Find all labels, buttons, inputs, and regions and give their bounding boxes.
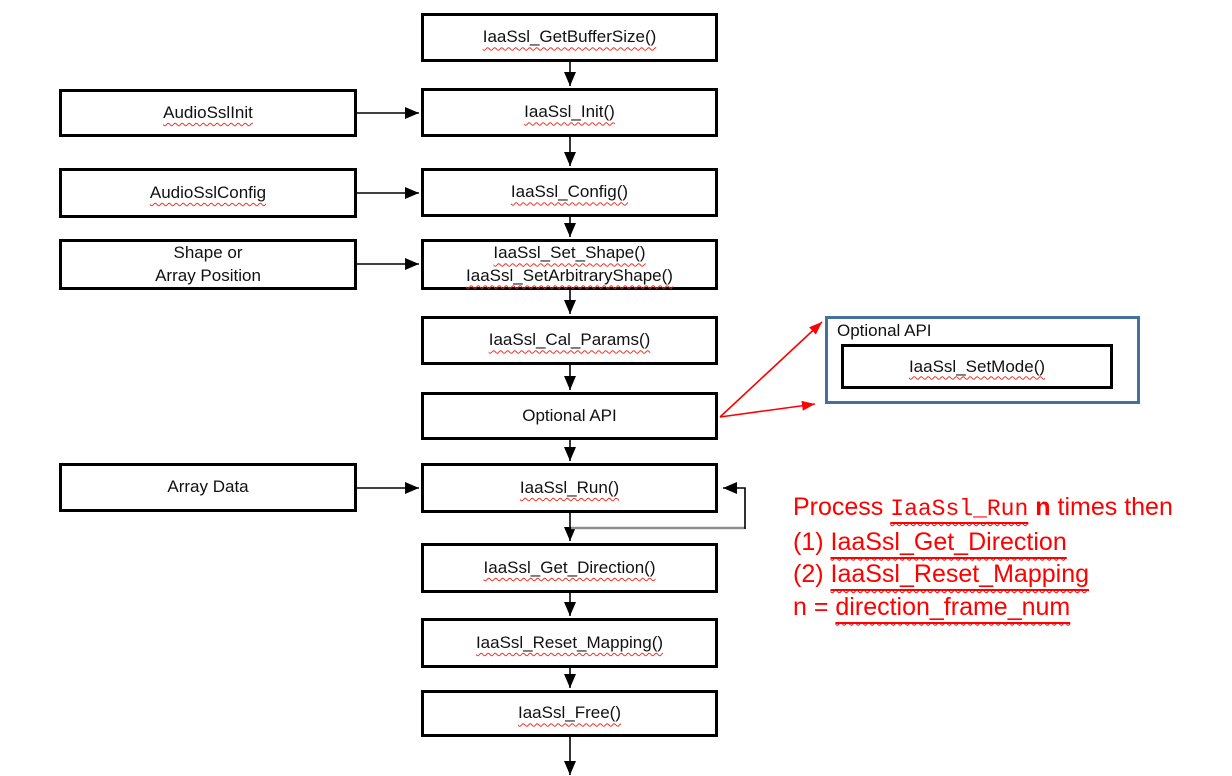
box-audio-ssl-config: AudioSslConfig (59, 168, 357, 218)
annotation-bold-n: n (1035, 493, 1051, 521)
box-get-direction: IaaSsl_Get_Direction() (421, 543, 718, 593)
optional-api-panel: Optional API IaaSsl_SetMode() (825, 316, 1140, 404)
box-optional-api: Optional API (421, 392, 718, 440)
box-shape-or-array-position: Shape or Array Position (59, 239, 357, 290)
box-label: IaaSsl_Get_Direction() (483, 557, 656, 577)
box-label-line1: Shape or (173, 243, 243, 263)
box-label: AudioSslInit (163, 102, 253, 122)
box-free: IaaSsl_Free() (421, 690, 718, 737)
box-cal-params: IaaSsl_Cal_Params() (421, 316, 718, 365)
box-init: IaaSsl_Init() (421, 88, 718, 137)
red-arrow-optional-to-panel-top (719, 321, 823, 418)
annotation-text: Process (793, 493, 891, 521)
annotation-term: IaaSsl_Reset_Mapping (830, 560, 1090, 588)
annotation-line-2: (1) IaaSsl_Get_Direction (793, 526, 1173, 559)
box-label: IaaSsl_Free() (518, 703, 621, 723)
annotation-term: direction_frame_num (835, 592, 1071, 621)
box-label: AudioSslConfig (149, 182, 267, 202)
box-audio-ssl-init: AudioSslInit (59, 89, 357, 137)
annotation-text: times then (1050, 493, 1173, 521)
box-label: IaaSsl_Config() (510, 182, 629, 202)
annotation-text: n = (793, 592, 836, 621)
run-loop-back-arrow (723, 482, 746, 529)
box-label-line1: IaaSsl_Set_Shape() (493, 243, 646, 263)
box-label: IaaSsl_Run() (519, 477, 620, 497)
panel-title: Optional API (837, 321, 932, 340)
annotation-text: (1) (793, 527, 831, 556)
box-label: IaaSsl_Cal_Params() (488, 330, 651, 350)
box-set-shape: IaaSsl_Set_Shape() IaaSsl_SetArbitrarySh… (421, 239, 718, 290)
box-label-line2: Array Position (155, 265, 261, 285)
box-label: IaaSsl_Reset_Mapping() (475, 632, 664, 652)
annotation-text: (2) (793, 560, 831, 588)
box-config: IaaSsl_Config() (421, 168, 718, 217)
box-array-data: Array Data (59, 463, 357, 512)
box-set-mode: IaaSsl_SetMode() (841, 344, 1113, 389)
box-label: IaaSsl_Init() (524, 102, 615, 122)
annotation-line-3: (2) IaaSsl_Reset_Mapping (793, 558, 1173, 591)
box-label-line2: IaaSsl_SetArbitraryShape() (466, 265, 673, 285)
box-label: IaaSsl_GetBufferSize() (482, 27, 657, 47)
box-label: IaaSsl_SetMode() (908, 356, 1046, 376)
annotation-code: IaaSsl_Run (890, 496, 1029, 522)
annotation-line-4: n = direction_frame_num (793, 591, 1173, 624)
box-get-buffer-size: IaaSsl_GetBufferSize() (421, 13, 718, 62)
box-run: IaaSsl_Run() (421, 463, 718, 513)
box-label: Array Data (167, 477, 249, 497)
box-label: Optional API (522, 405, 617, 425)
box-reset-mapping: IaaSsl_Reset_Mapping() (421, 618, 718, 668)
red-arrow-optional-to-panel-bottom (719, 400, 816, 418)
annotation-term: IaaSsl_Get_Direction (830, 527, 1067, 556)
